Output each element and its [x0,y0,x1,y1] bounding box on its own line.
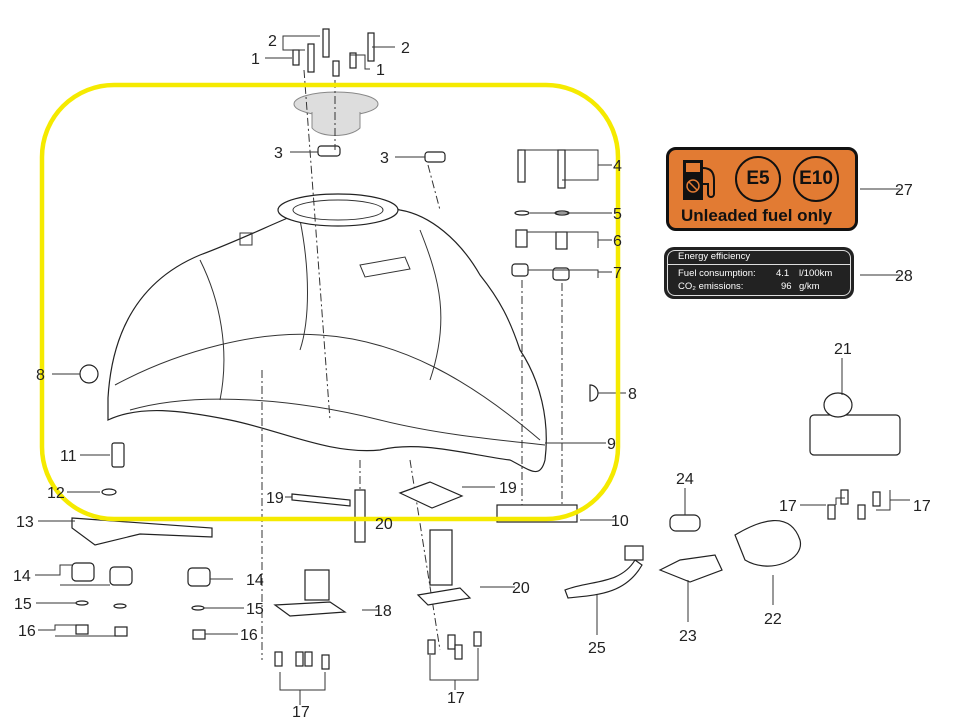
e10-badge: E10 [793,156,839,202]
gasket [398,481,464,509]
callout: 7 [613,265,622,282]
callout: 28 [895,268,913,285]
co2-unit: g/km [799,281,820,292]
callout: 10 [611,513,629,530]
grommet [317,145,341,157]
no-leaded-fuel-pump-icon [683,160,715,200]
callout: 15 [246,601,264,618]
energy-title: Energy efficiency [678,251,751,262]
callout: 8 [36,367,45,384]
co2-value: 96 [781,281,792,292]
callout: 5 [613,206,622,223]
callout: 23 [679,628,697,645]
callout: 14 [13,568,31,585]
fuel-lines [564,392,901,599]
callout: 17 [292,704,310,721]
bolts-bottom [274,489,881,670]
fuel-consumption-row: Fuel consumption: 4.1 l/100km [678,268,832,279]
dampers [71,562,211,640]
fuel-consumption-value: 4.1 [776,268,790,279]
strip [291,493,351,507]
callout: 11 [60,448,77,465]
callout: 1 [376,62,385,79]
callout: 16 [18,623,36,640]
highlight-frame [39,82,621,522]
tube [354,489,366,543]
unleaded-caption: Unleaded fuel only [681,206,833,225]
fuel-tank [107,193,547,473]
callout: 2 [268,33,277,50]
callout: 14 [246,572,264,589]
callout: 6 [613,233,622,250]
co2-label: CO₂ emissions: [678,281,744,292]
filler-cap-plate [293,91,379,136]
callout: 19 [266,490,284,507]
callout: 12 [47,485,65,502]
callout: 15 [14,596,32,613]
fuel-consumption-unit: l/100km [799,268,833,279]
callout: 17 [779,498,797,515]
callout: 13 [16,514,34,531]
callout: 3 [274,145,283,162]
callout-labels: 2 2 1 1 3 3 4 5 6 7 8 8 9 10 11 12 13 14… [13,33,931,721]
bolts-top [292,28,375,77]
plug [589,384,599,402]
bolt [111,442,125,468]
e5-badge: E5 [735,156,781,202]
callout: 19 [499,480,517,497]
energy-efficiency-label: Energy efficiency Fuel consumption: 4.1 … [664,247,854,299]
callout: 25 [588,640,606,657]
callout: 21 [834,341,852,358]
callout: 1 [251,51,260,68]
callout: 20 [512,580,530,597]
callout: 16 [240,627,258,644]
callout: 2 [401,40,410,57]
unleaded-fuel-label: E5 E10 Unleaded fuel only [666,147,858,231]
fuel-pump [273,529,472,617]
callout: 24 [676,471,694,488]
callout: 27 [895,182,913,199]
callout: 3 [380,150,389,167]
callout: 9 [607,436,616,453]
callout: 20 [375,516,393,533]
callout: 8 [628,386,637,403]
callout: 17 [447,690,465,707]
callout: 4 [613,158,622,175]
callout: 17 [913,498,931,515]
plug [79,364,99,384]
fuel-consumption-label: Fuel consumption: [678,268,756,279]
side-mount-hardware [511,149,570,281]
co2-row: CO₂ emissions: 96 g/km [678,281,820,292]
grommet [424,151,446,163]
callout: 22 [764,611,782,628]
bracket [71,517,213,546]
callout: 18 [374,603,392,620]
